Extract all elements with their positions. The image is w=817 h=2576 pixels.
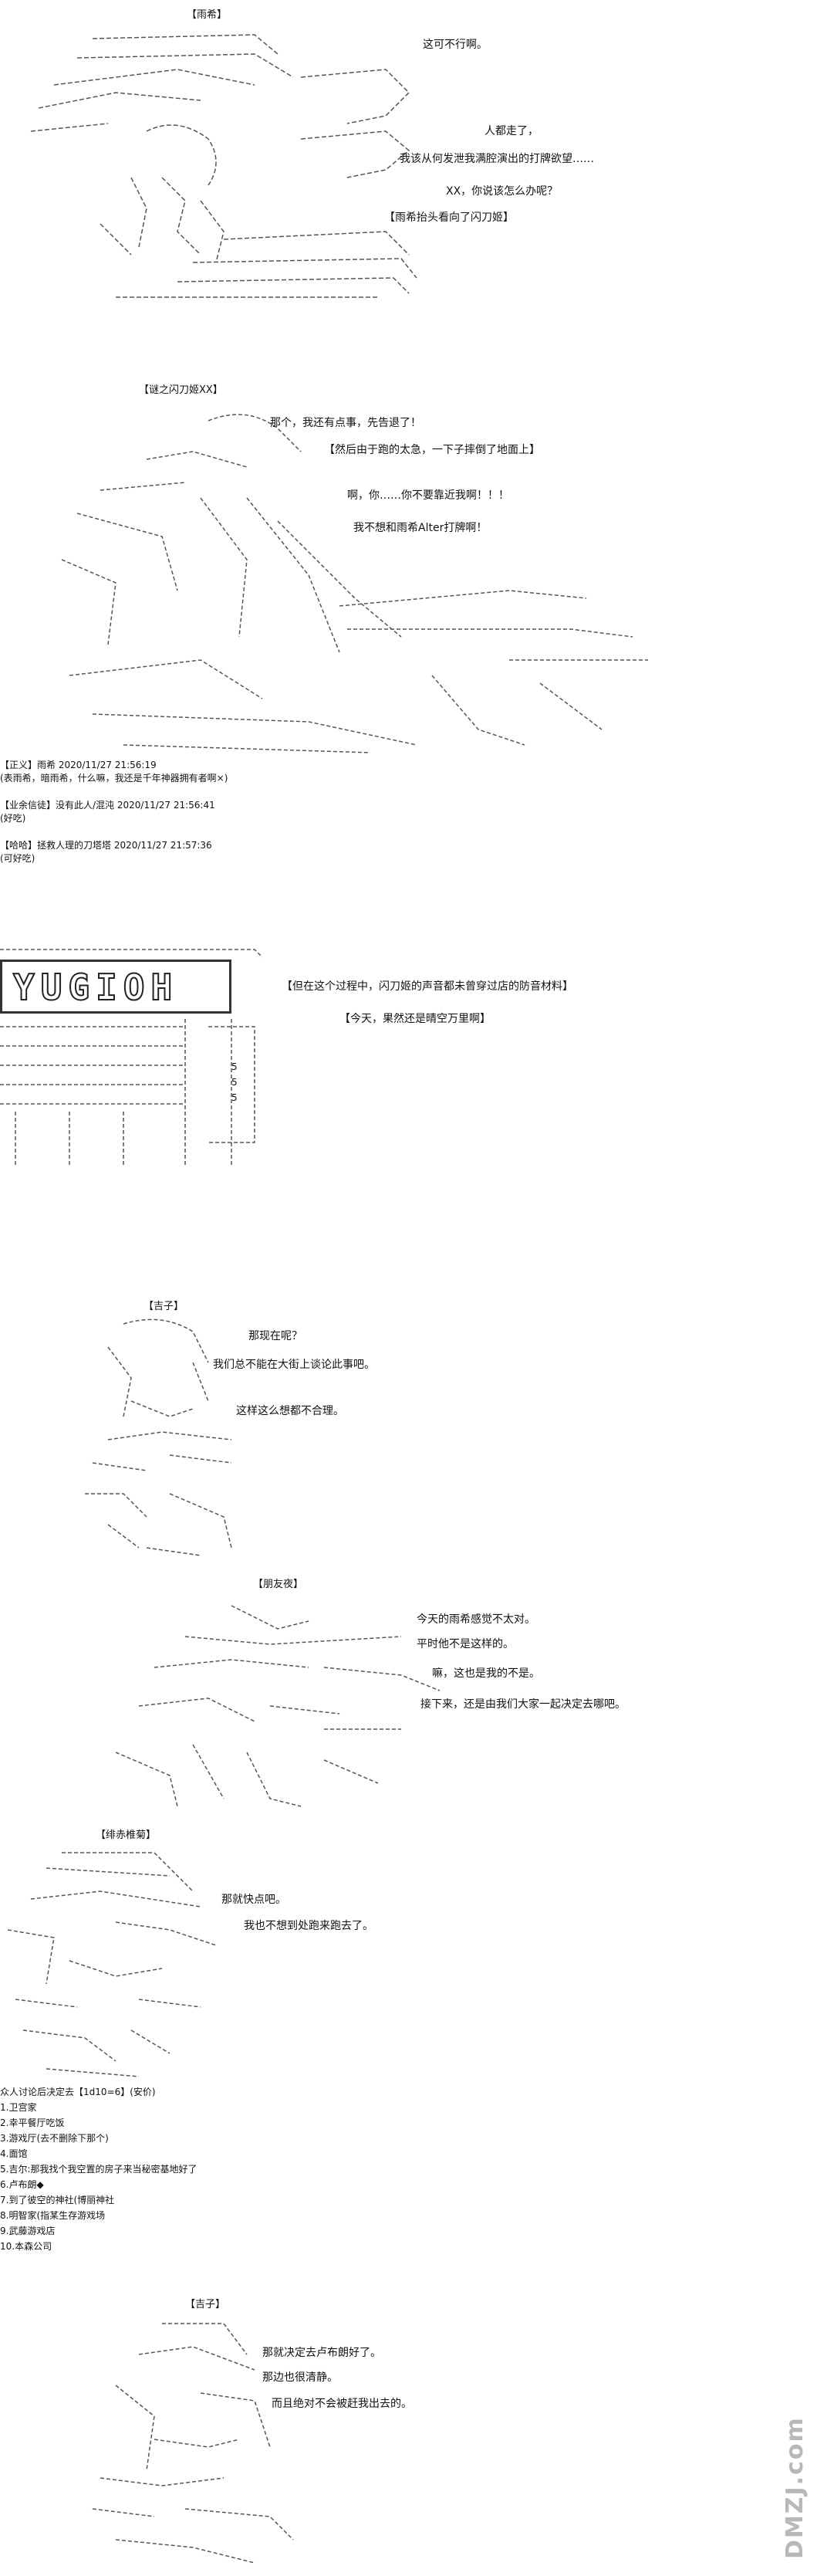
panel5-line-3: 嘛，这也是我的不是。 <box>432 1667 540 1680</box>
yugioh-logo-text: YUGIOH <box>12 966 179 1009</box>
yugioh-logo: YUGIOH <box>0 960 231 1014</box>
panel6-line-2: 我也不想到处跑来跑去了。 <box>244 1920 373 1932</box>
panel6-ascii-art <box>0 1845 231 2084</box>
comment-1-body: (表雨希，暗雨希，什么嘛，我还是千年神器拥有者啊×) <box>0 773 228 784</box>
panel7-line-3: 而且绝对不会被赶我出去的。 <box>272 2398 412 2410</box>
panel4-speaker-tag: 【吉子】 <box>143 1301 184 1312</box>
panel3-shop-art <box>0 911 278 1166</box>
panel7-speaker-tag: 【吉子】 <box>185 2299 226 2310</box>
panel2-ascii-art <box>46 405 679 768</box>
comment-2-body: (好吃) <box>0 813 26 824</box>
vote-item-2: 2.幸平餐厅吃饭 <box>0 2117 65 2128</box>
panel6-line-1: 那就快点吧。 <box>221 1894 286 1906</box>
panel7-ascii-art <box>69 2316 316 2571</box>
panel3-line-1: 【但在这个过程中，闪刀姬的声音都未曾穿过店的防音材料】 <box>282 980 573 993</box>
vote-item-4: 4.面馆 <box>0 2148 28 2159</box>
vote-item-6: 6.卢布朗◆ <box>0 2179 44 2190</box>
vote-item-8: 8.明智家(指某生存游戏场 <box>0 2210 106 2221</box>
vote-item-7: 7.到了彼空的神社(博丽神社 <box>0 2195 115 2205</box>
panel4-line-2: 我们总不能在大街上谈论此事吧。 <box>213 1359 375 1371</box>
panel1-ascii-art <box>23 23 424 316</box>
panel4-line-1: 那现在呢？ <box>248 1330 302 1342</box>
comment-2-header: 【业余信徒】没有此人/混沌 2020/11/27 21:56:41 <box>0 800 215 811</box>
panel5-line-1: 今天的雨希感觉不太对。 <box>417 1613 535 1626</box>
panel1-line-4: XX，你说该怎么办呢？ <box>446 185 559 198</box>
panel5-line-2: 平时他不是这样的。 <box>417 1638 514 1650</box>
panel4-ascii-art <box>77 1316 255 1571</box>
site-watermark: DMZJ.com <box>775 2416 809 2563</box>
vote-item-10: 10.本森公司 <box>0 2241 52 2252</box>
panel1-line-5: 【雨希抬头看向了闪刀姬】 <box>384 212 514 224</box>
panel1-speaker-tag: 【雨希】 <box>187 9 228 21</box>
panel7-line-2: 那边也很清静。 <box>262 2371 338 2384</box>
panel1-line-2: 人都走了， <box>484 125 538 137</box>
panel5-ascii-art <box>108 1598 447 1814</box>
panel2-line-1: 那个，我还有点事，先告退了！ <box>270 417 421 429</box>
panel2-speaker-tag: 【谜之闪刀姬XX】 <box>139 384 223 396</box>
panel6-speaker-tag: 【绯赤椎菊】 <box>96 1830 157 1841</box>
vote-item-5: 5.吉尔:那我找个我空置的房子来当秘密基地好了 <box>0 2164 197 2175</box>
comment-3-header: 【哈哈】拯救人理的刀塔塔 2020/11/27 21:57:36 <box>0 840 212 851</box>
vote-title: 众人讨论后决定去【1d10=6】(安价) <box>0 2087 156 2097</box>
shelf-mark-2: 5 <box>231 1077 238 1088</box>
vote-item-1: 1.卫宫家 <box>0 2102 37 2113</box>
panel1-line-1: 这可不行啊。 <box>423 39 488 51</box>
panel2-line-4: 我不想和雨希Alter打牌啊！ <box>353 522 488 534</box>
panel5-line-4: 接下来，还是由我们大家一起决定去哪吧。 <box>420 1698 626 1711</box>
shelf-mark-3: 5 <box>231 1092 238 1103</box>
panel5-speaker-tag: 【朋友夜】 <box>253 1579 304 1590</box>
panel1-line-3: 我该从何发泄我满腔演出的打牌欲望…… <box>400 153 594 165</box>
comment-1-header: 【正义】雨希 2020/11/27 21:56:19 <box>0 760 157 770</box>
panel4-line-3: 这样这么想都不合理。 <box>236 1405 344 1417</box>
panel3-line-2: 【今天，果然还是晴空万里啊】 <box>339 1013 491 1025</box>
panel2-line-2: 【然后由于跑的太急，一下子摔倒了地面上】 <box>324 444 540 456</box>
site-watermark-text: DMZJ.com <box>782 2416 809 2559</box>
vote-item-3: 3.游戏厅(去不删除下那个) <box>0 2133 109 2144</box>
panel7-line-1: 那就决定去卢布朗好了。 <box>262 2347 381 2359</box>
shelf-mark-1: 5 <box>231 1061 238 1072</box>
panel2-line-3: 啊，你……你不要靠近我啊！！！ <box>347 489 509 502</box>
vote-item-9: 9.武藤游戏店 <box>0 2226 56 2236</box>
comment-3-body: (可好吃) <box>0 853 35 864</box>
